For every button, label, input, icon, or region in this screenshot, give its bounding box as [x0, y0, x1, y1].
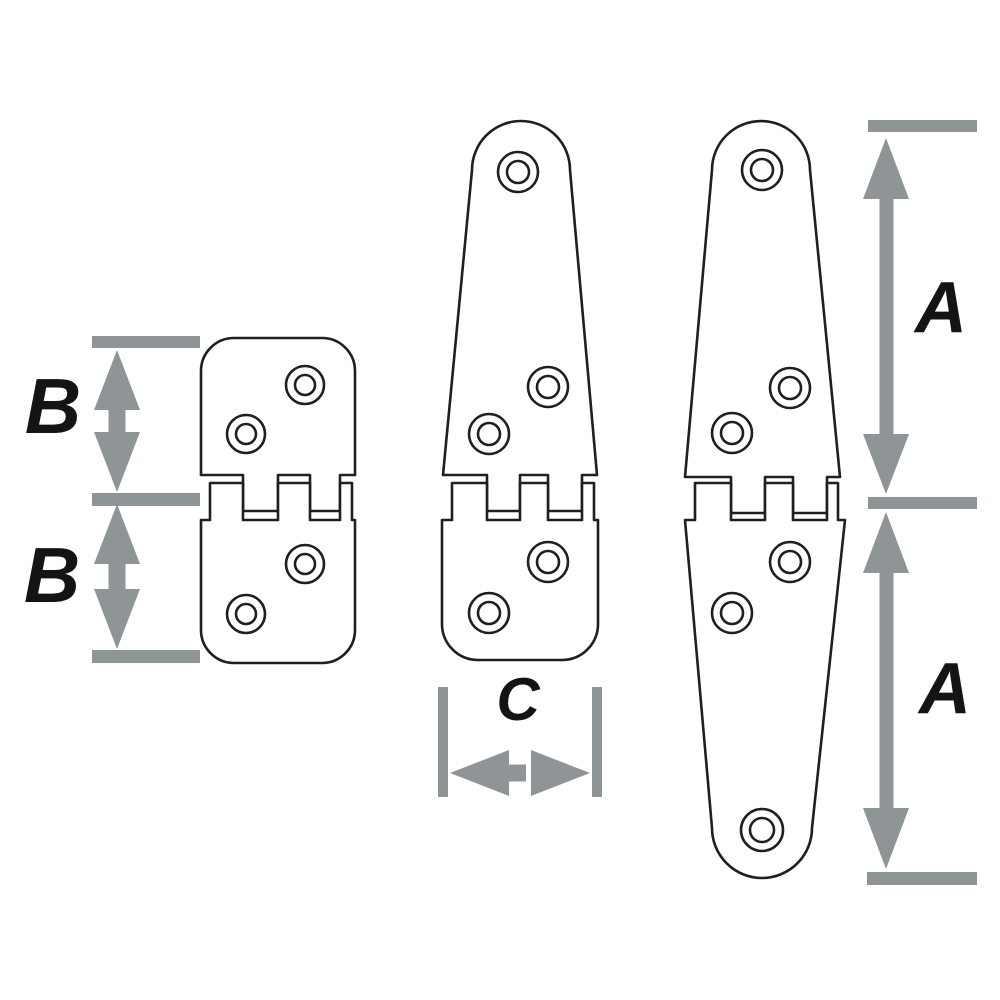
hinge-large — [683, 119, 847, 880]
arrowhead-down-icon — [94, 589, 140, 649]
dim-label-b-top: B — [25, 362, 81, 450]
arrow-shaft — [879, 194, 894, 439]
screw-hole — [739, 807, 785, 853]
extent-bar-c-right — [592, 687, 602, 797]
screw-hole — [284, 364, 326, 406]
screw-hole — [710, 591, 754, 635]
arrow-shaft — [108, 405, 126, 437]
arrowhead-left-icon — [450, 750, 509, 796]
arrow-shaft — [879, 568, 894, 810]
double-arrow-b-bottom — [94, 504, 140, 649]
arrowhead-up-icon — [863, 138, 909, 199]
extent-cap-a-top — [868, 120, 977, 132]
screw-hole — [768, 540, 812, 584]
screw-hole — [467, 412, 511, 456]
arrowhead-down-icon — [863, 434, 909, 494]
extent-cap-b-bottom — [92, 650, 200, 663]
hinge-medium-top-plate — [441, 119, 599, 513]
double-arrow-c — [450, 750, 590, 796]
arrowhead-down-icon — [863, 808, 909, 869]
extent-cap-a-bottom — [867, 872, 977, 885]
screw-hole — [284, 543, 326, 585]
extent-bar-c-left — [438, 687, 448, 797]
screw-hole — [526, 365, 570, 409]
screw-hole — [526, 540, 570, 584]
dim-label-a-bottom: A — [917, 649, 971, 729]
dimension-b: B B — [24, 336, 200, 663]
arrow-shaft — [108, 558, 126, 596]
screw-hole — [225, 413, 267, 455]
extent-cap-b-top — [92, 336, 200, 348]
double-arrow-a-top — [863, 138, 909, 494]
dim-label-c: C — [496, 666, 541, 733]
screw-hole — [225, 593, 267, 635]
screw-hole — [740, 148, 784, 192]
screw-hole — [496, 150, 540, 194]
arrowhead-down-icon — [94, 432, 140, 492]
arrow-shaft — [506, 764, 526, 782]
double-arrow-b-top — [94, 350, 140, 492]
screw-hole — [710, 411, 754, 455]
arrowhead-up-icon — [94, 350, 140, 410]
extent-cap-a-middle — [868, 497, 977, 509]
arrowhead-up-icon — [94, 504, 140, 564]
arrowhead-right-icon — [531, 750, 590, 796]
double-arrow-a-bottom — [863, 512, 909, 869]
hinge-medium — [440, 119, 600, 662]
screw-hole — [467, 591, 511, 635]
extent-cap-b-middle — [92, 493, 200, 506]
dimension-a: A A — [863, 120, 977, 885]
dim-label-b-bottom: B — [24, 531, 80, 619]
dim-label-a-top: A — [913, 268, 967, 348]
hinge-large-bottom-plate — [683, 481, 847, 880]
arrowhead-up-icon — [863, 512, 909, 573]
hinge-small — [199, 336, 357, 665]
screw-hole — [768, 366, 812, 410]
dimension-c: C — [438, 666, 602, 797]
